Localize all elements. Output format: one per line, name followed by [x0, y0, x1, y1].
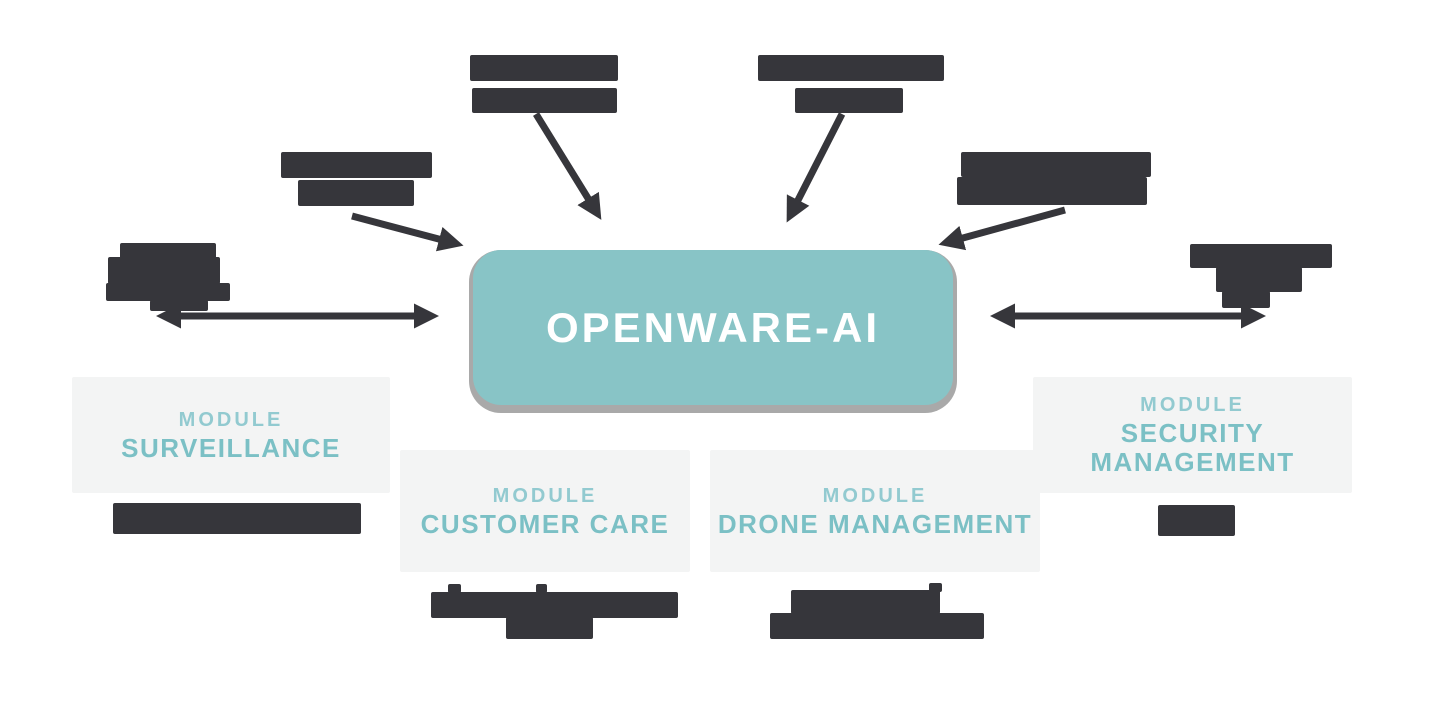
top-right-label-redacted-text — [957, 177, 1147, 205]
drone-management-sublabel-redacted-text — [929, 583, 942, 592]
top-center-left-label-redacted-text — [470, 55, 618, 81]
connector-top-right — [938, 206, 1066, 251]
drone-management-sublabel-redacted-text — [791, 590, 940, 614]
connector-top-left — [351, 212, 464, 252]
right-label-redacted-text — [1216, 267, 1302, 292]
top-left-label-redacted-text — [281, 152, 432, 178]
top-center-left-label-redacted-text — [472, 88, 617, 113]
customer-care-sublabel-redacted-text — [431, 592, 678, 618]
module-box-security-management: MODULE SECURITY MANAGEMENT — [1033, 377, 1352, 493]
top-right-label-redacted-text — [961, 152, 1151, 177]
customer-care-sublabel-redacted-text — [506, 617, 593, 639]
drone-management-sublabel-redacted-text — [770, 613, 984, 639]
module-title-surveillance: SURVEILLANCE — [121, 432, 341, 463]
connector-top-center-right — [786, 112, 846, 223]
connector-top-center-left — [533, 112, 602, 220]
surveillance-sublabel-redacted-text — [113, 503, 361, 534]
module-box-customer-care: MODULE CUSTOMER CARE — [400, 450, 690, 572]
customer-care-sublabel-redacted-text — [536, 584, 547, 593]
customer-care-sublabel-redacted-text — [448, 584, 461, 593]
left-label-redacted-text — [106, 283, 230, 301]
module-box-surveillance: MODULE SURVEILLANCE — [72, 377, 390, 493]
right-label-redacted-text — [1190, 244, 1332, 268]
center-node-openware-ai: OPENWARE-AI — [473, 250, 953, 405]
module-eyebrow: MODULE — [822, 484, 928, 507]
security-sublabel-redacted-text — [1158, 505, 1235, 536]
module-eyebrow: MODULE — [1140, 394, 1245, 417]
top-left-label-redacted-text — [298, 180, 414, 206]
left-label-redacted-text — [150, 300, 208, 311]
center-node-label: OPENWARE-AI — [545, 303, 880, 351]
module-eyebrow: MODULE — [178, 408, 284, 431]
module-eyebrow: MODULE — [492, 484, 598, 507]
module-title-security-management: SECURITY MANAGEMENT — [1090, 418, 1295, 477]
module-title-customer-care: CUSTOMER CARE — [420, 508, 670, 539]
right-label-redacted-text — [1222, 291, 1270, 308]
left-label-redacted-text — [108, 257, 220, 284]
top-center-right-label-redacted-text — [795, 88, 903, 113]
left-label-redacted-text — [120, 243, 216, 259]
module-title-drone-management: DRONE MANAGEMENT — [717, 508, 1033, 539]
top-center-right-label-redacted-text — [758, 55, 944, 81]
module-box-drone-management: MODULE DRONE MANAGEMENT — [710, 450, 1040, 572]
